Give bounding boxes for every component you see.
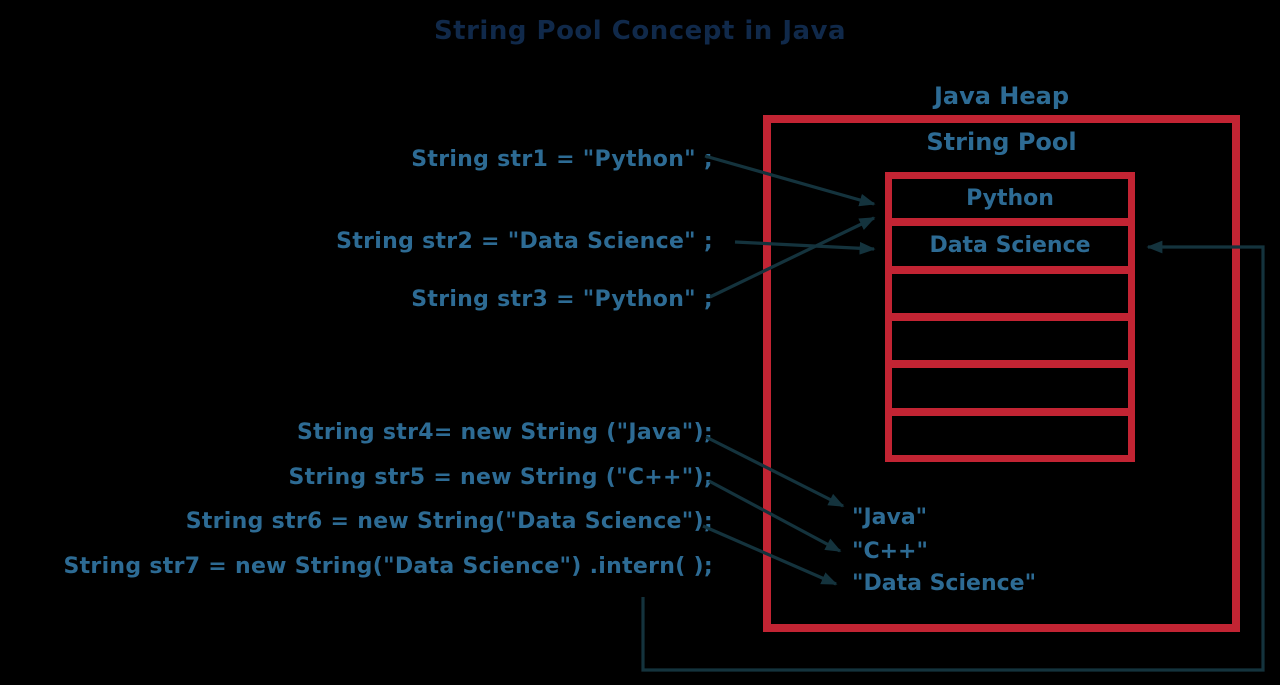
pool-cell-python: Python	[966, 186, 1054, 212]
diagram-title: String Pool Concept in Java	[433, 16, 847, 46]
heap-string-cpp: "C++"	[852, 539, 928, 564]
pool-divider	[892, 407, 1128, 416]
pool-cell-empty-3	[892, 368, 1128, 407]
java-heap-label: Java Heap	[933, 82, 1070, 110]
pool-divider	[892, 218, 1128, 227]
code-statement-str5: String str5 = new String ("C++");	[288, 465, 713, 490]
pool-cell-empty-1	[892, 274, 1128, 313]
code-statement-str2: String str2 = "Data Science" ;	[336, 229, 713, 254]
code-statement-str4: String str4= new String ("Java");	[296, 420, 713, 445]
heap-string-java: "Java"	[852, 505, 928, 530]
code-statement-str6: String str6 = new String("Data Science")…	[185, 509, 713, 534]
pool-cell-datascience: Data Science	[929, 233, 1091, 259]
pool-divider	[892, 360, 1128, 369]
pool-divider	[892, 265, 1128, 274]
heap-string-datascience: "Data Science"	[852, 571, 1037, 596]
string-pool-box: Python Data Science	[885, 172, 1135, 462]
pool-cell-empty-4	[892, 416, 1128, 455]
pool-cell-empty-2	[892, 321, 1128, 360]
code-statement-str1: String str1 = "Python" ;	[411, 147, 713, 172]
code-statement-str7: String str7 = new String("Data Science")…	[63, 554, 713, 579]
pool-divider	[892, 312, 1128, 321]
string-pool-label: String Pool	[926, 128, 1077, 156]
code-statement-str3: String str3 = "Python" ;	[411, 287, 713, 312]
